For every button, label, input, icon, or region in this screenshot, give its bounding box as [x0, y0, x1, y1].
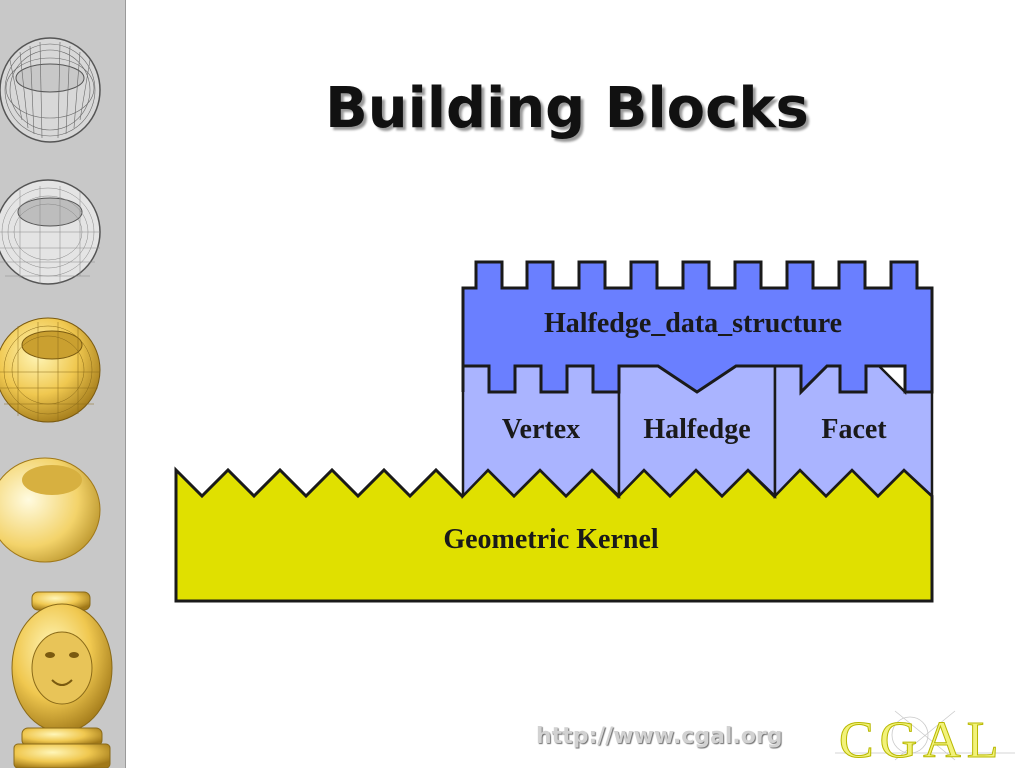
mesh-torus-icon: [0, 179, 101, 285]
geometric-kernel-label: Geometric Kernel: [443, 524, 659, 555]
lion-head-sculpture-icon: [11, 591, 113, 768]
smooth-torus-icon: [0, 457, 101, 563]
hds-label: Halfedge_data_structure: [544, 308, 842, 339]
vertex-label: Vertex: [502, 414, 580, 445]
halfedge-data-structure-block: [461, 260, 934, 396]
facet-label: Facet: [821, 414, 887, 445]
shaded-mesh-torus-icon: [0, 317, 101, 423]
footer-url: http://www.cgal.org: [536, 724, 783, 749]
cgal-logo: CGAL: [835, 710, 1015, 765]
cgal-logo-text: CGAL: [839, 712, 1005, 765]
wireframe-torus-icon: [0, 37, 101, 143]
sidebar-image-strip: [0, 0, 126, 768]
slide-title: Building Blocks: [325, 76, 809, 141]
halfedge-label: Halfedge: [643, 414, 750, 445]
